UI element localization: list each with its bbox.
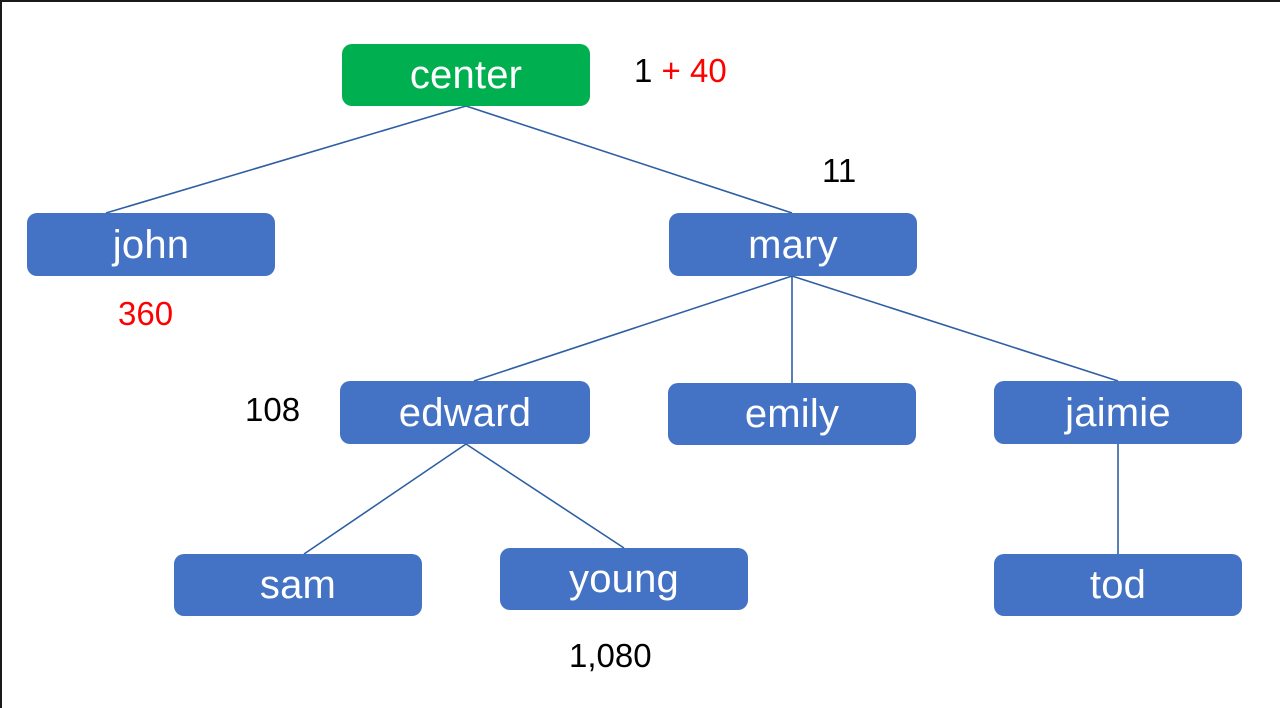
center-annotation-segment-0: 1 bbox=[634, 52, 662, 89]
tree-node-label-emily: emily bbox=[744, 392, 840, 436]
young-annotation: 1,080 bbox=[569, 639, 652, 672]
edward-annotation-segment-0: 108 bbox=[245, 391, 301, 428]
edge-center-to-mary bbox=[465, 105, 793, 214]
edge-mary-to-edward bbox=[473, 275, 793, 382]
center-annotation-segment-1: + 40 bbox=[661, 52, 727, 89]
tree-node-sam[interactable]: sam bbox=[174, 554, 422, 616]
edge-edward-to-young bbox=[465, 443, 625, 549]
tree-node-label-sam: sam bbox=[259, 563, 337, 607]
mary-annotation-segment-0: 11 bbox=[822, 152, 857, 189]
tree-node-jaimie[interactable]: jaimie bbox=[994, 381, 1242, 444]
tree-node-label-jaimie: jaimie bbox=[1065, 390, 1171, 435]
tree-node-center[interactable]: center bbox=[342, 44, 590, 106]
tree-node-edward[interactable]: edward bbox=[340, 381, 590, 444]
tree-node-tod[interactable]: tod bbox=[994, 554, 1242, 616]
edge-mary-to-jaimie bbox=[791, 275, 1119, 382]
john-annotation-segment-0: 360 bbox=[118, 295, 174, 332]
tree-node-emily[interactable]: emily bbox=[668, 383, 916, 445]
tree-node-label-tod: tod bbox=[1089, 563, 1147, 607]
tree-node-label-edward: edward bbox=[398, 390, 532, 435]
edge-edward-to-sam bbox=[303, 443, 467, 555]
tree-node-label-young: young bbox=[569, 557, 679, 601]
center-annotation: 1 + 40 bbox=[634, 54, 727, 87]
edge-center-to-john bbox=[105, 105, 467, 214]
tree-node-label-john: john bbox=[112, 222, 190, 267]
tree-node-john[interactable]: john bbox=[27, 213, 275, 276]
edward-annotation: 108 bbox=[245, 393, 300, 426]
tree-node-label-center: center bbox=[409, 53, 523, 97]
young-annotation-segment-0: 1,080 bbox=[569, 637, 652, 674]
john-annotation: 360 bbox=[118, 297, 173, 330]
mary-annotation: 11 bbox=[822, 154, 856, 187]
tree-node-young[interactable]: young bbox=[500, 548, 748, 610]
tree-node-mary[interactable]: mary bbox=[669, 213, 917, 276]
tree-node-label-mary: mary bbox=[748, 222, 838, 267]
